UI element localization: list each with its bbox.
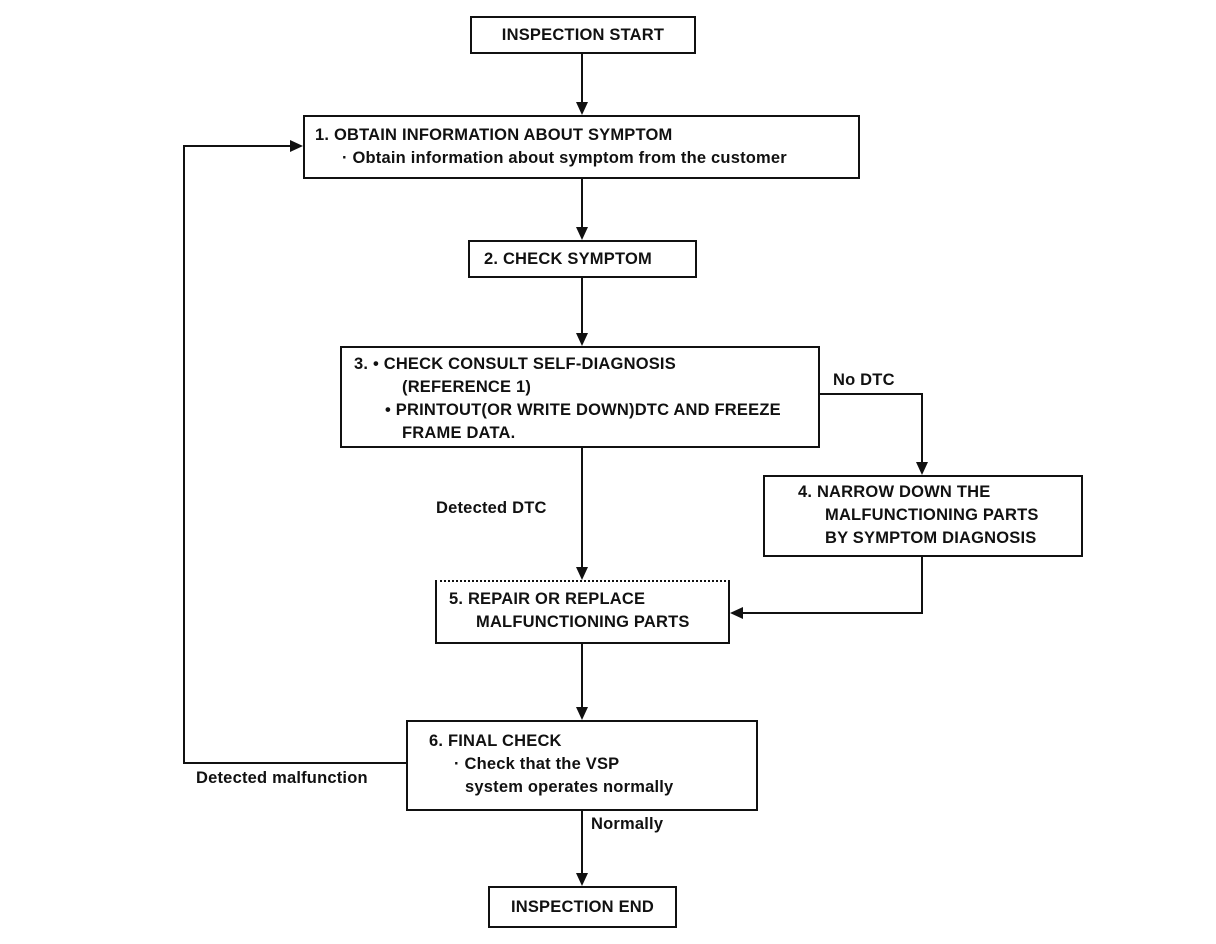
edge-step3-step5-line xyxy=(581,448,583,568)
edge-label-normally: Normally xyxy=(591,815,664,833)
node-line: system operates normally xyxy=(465,778,674,796)
arrowhead-right-icon xyxy=(290,140,303,152)
node-inspection-end: INSPECTION END xyxy=(488,886,677,928)
edge-step4-step5-line xyxy=(741,612,923,614)
node-label: INSPECTION END xyxy=(510,897,655,916)
node-line: • PRINTOUT(OR WRITE DOWN)DTC AND FREEZE xyxy=(385,401,781,419)
arrowhead-down-icon xyxy=(576,567,588,580)
node-line: 4. NARROW DOWN THE xyxy=(798,483,991,501)
arrowhead-down-icon xyxy=(576,102,588,115)
edge-step1-step2-line xyxy=(581,179,583,228)
node-step3-check-consult-self-diagnosis: 3. • CHECK CONSULT SELF-DIAGNOSIS (REFER… xyxy=(340,346,820,448)
arrowhead-down-icon xyxy=(576,227,588,240)
node-line: (REFERENCE 1) xyxy=(402,378,532,396)
edge-step4-step5-line xyxy=(921,557,923,614)
arrowhead-down-icon xyxy=(916,462,928,475)
node-line: · Obtain information about symptom from … xyxy=(342,149,787,167)
arrowhead-down-icon xyxy=(576,333,588,346)
edge-step6-end-line xyxy=(581,811,583,874)
node-step5-repair-or-replace: 5. REPAIR OR REPLACE MALFUNCTIONING PART… xyxy=(435,580,730,644)
node-line: 3. • CHECK CONSULT SELF-DIAGNOSIS xyxy=(354,355,676,373)
node-line: · Check that the VSP xyxy=(454,755,620,773)
node-line: MALFUNCTIONING PARTS xyxy=(476,613,690,631)
node-step4-narrow-down-parts: 4. NARROW DOWN THE MALFUNCTIONING PARTS … xyxy=(763,475,1083,557)
node-line: 2. CHECK SYMPTOM xyxy=(484,250,652,268)
node-step2-check-symptom: 2. CHECK SYMPTOM xyxy=(468,240,697,278)
edge-step5-step6-line xyxy=(581,644,583,708)
edge-label-no-dtc: No DTC xyxy=(833,371,895,389)
node-line: 5. REPAIR OR REPLACE xyxy=(449,590,646,608)
edge-start-step1-line xyxy=(581,54,583,103)
arrowhead-down-icon xyxy=(576,707,588,720)
node-line: FRAME DATA. xyxy=(402,424,516,442)
arrowhead-left-icon xyxy=(730,607,743,619)
node-step6-final-check: 6. FINAL CHECK · Check that the VSP syst… xyxy=(406,720,758,811)
node-label: INSPECTION START xyxy=(501,25,665,44)
node-inspection-start: INSPECTION START xyxy=(470,16,696,54)
node-line: MALFUNCTIONING PARTS xyxy=(825,506,1039,524)
edge-step6-step1-line xyxy=(183,145,291,147)
node-line: 6. FINAL CHECK xyxy=(429,732,562,750)
node-step1-obtain-information: 1. OBTAIN INFORMATION ABOUT SYMPTOM · Ob… xyxy=(303,115,860,179)
node-line: 1. OBTAIN INFORMATION ABOUT SYMPTOM xyxy=(315,126,673,144)
edge-label-detected-malfunction: Detected malfunction xyxy=(196,769,368,787)
arrowhead-down-icon xyxy=(576,873,588,886)
edge-label-detected-dtc: Detected DTC xyxy=(436,499,547,517)
edge-step2-step3-line xyxy=(581,278,583,334)
edge-step3-step4-line xyxy=(921,393,923,463)
edge-step6-step1-line xyxy=(183,145,185,764)
edge-step3-step4-line xyxy=(820,393,923,395)
node-line: BY SYMPTOM DIAGNOSIS xyxy=(825,529,1037,547)
edge-step6-step1-line xyxy=(183,762,406,764)
